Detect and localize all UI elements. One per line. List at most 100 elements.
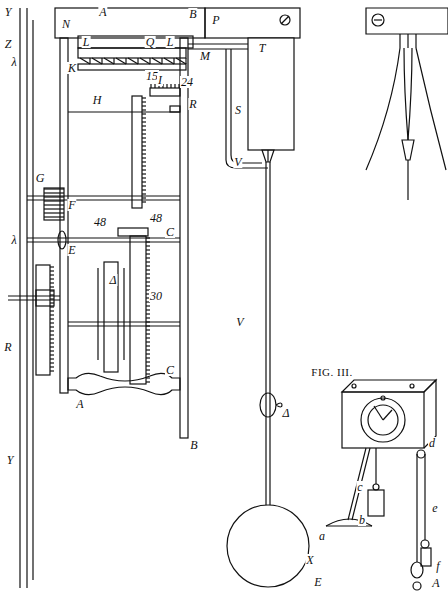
gear-tooth — [146, 281, 150, 282]
part-letter: L — [82, 36, 91, 48]
part-letter: 30 — [149, 290, 163, 302]
gear-tooth — [146, 345, 150, 346]
part-letter: N — [61, 18, 71, 30]
part-letter: H — [92, 94, 103, 106]
gear-tooth — [146, 373, 150, 374]
gear-tooth — [80, 58, 90, 64]
gear-tooth — [154, 84, 155, 88]
gear-tooth — [146, 305, 150, 306]
gear-tooth — [142, 157, 146, 158]
part-letter: T — [258, 42, 267, 54]
part-letter: S — [234, 104, 242, 116]
gear-tooth — [142, 145, 146, 146]
gear-tooth — [142, 109, 146, 110]
gear-tooth — [142, 117, 146, 118]
gear-tooth — [142, 177, 146, 178]
figure-caption: FIG. III. — [310, 366, 353, 378]
gear-tooth — [44, 216, 64, 217]
part-letter: B — [189, 439, 198, 451]
gear-tooth — [101, 58, 102, 64]
gear-tooth — [44, 208, 64, 209]
gear-tooth — [142, 141, 146, 142]
gear-tooth — [50, 350, 54, 351]
gear-tooth — [142, 121, 146, 122]
part-letter: Q — [145, 36, 156, 48]
part-letter: C — [165, 226, 175, 238]
gear-tooth — [50, 326, 54, 327]
part-letter: G — [35, 172, 46, 184]
part-letter: c — [356, 481, 363, 493]
part-letter: λ — [10, 56, 17, 68]
gear-tooth — [142, 193, 146, 194]
gear-tooth — [142, 149, 146, 150]
gear-tooth — [50, 274, 54, 275]
part-letter: 48 — [93, 216, 107, 228]
gear-tooth — [146, 357, 150, 358]
gear-tooth — [142, 181, 146, 182]
part-letter: 48 — [149, 212, 163, 224]
gear-tooth — [116, 58, 126, 64]
gear-tooth — [50, 334, 54, 335]
gear-tooth — [125, 58, 126, 64]
gear-tooth — [176, 58, 186, 64]
gear-tooth — [142, 105, 146, 106]
part-letter: V — [233, 156, 242, 168]
gear-tooth — [146, 273, 150, 274]
gear-tooth — [44, 188, 64, 189]
gear-tooth — [161, 58, 162, 64]
part-letter: I — [157, 74, 163, 86]
gear-tooth — [146, 333, 150, 334]
gear-tooth — [146, 237, 150, 238]
part-letter: M — [199, 50, 211, 62]
gear-tooth — [174, 84, 175, 88]
gear-tooth — [142, 129, 146, 130]
gear-tooth — [146, 277, 150, 278]
gear-tooth — [113, 58, 114, 64]
gear-tooth — [170, 84, 171, 88]
gear-tooth — [142, 153, 146, 154]
gear-tooth — [173, 58, 174, 64]
gear-tooth — [146, 317, 150, 318]
gear-tooth — [142, 197, 146, 198]
gear-tooth — [137, 58, 138, 64]
part-letter: B — [188, 8, 197, 20]
part-letter: 24 — [180, 76, 194, 88]
gear-tooth — [44, 212, 64, 213]
gear-tooth — [140, 58, 150, 64]
gear-tooth — [142, 161, 146, 162]
gear-tooth — [146, 309, 150, 310]
gear-tooth — [146, 253, 150, 254]
gear-tooth — [128, 58, 138, 64]
gear-tooth — [142, 189, 146, 190]
gear-tooth — [50, 342, 54, 343]
part-letter: F — [67, 199, 76, 211]
part-letter: a — [318, 530, 326, 542]
gear-tooth — [50, 358, 54, 359]
gear-tooth — [149, 58, 150, 64]
gear-tooth — [50, 266, 54, 267]
gear-tooth — [142, 165, 146, 166]
gear-tooth — [50, 338, 54, 339]
part-letter: E — [67, 244, 76, 256]
gear-tooth — [146, 257, 150, 258]
gear-tooth — [50, 322, 54, 323]
gear-tooth — [146, 285, 150, 286]
part-letter: V — [235, 316, 244, 328]
part-letter: Y — [6, 454, 15, 466]
part-letter: Δ — [281, 407, 290, 419]
part-letter: d — [428, 437, 436, 449]
gear-tooth — [50, 278, 54, 279]
part-letter: K — [67, 62, 77, 74]
gear-tooth — [50, 318, 54, 319]
part-letter: A — [98, 6, 107, 18]
gear-tooth — [142, 125, 146, 126]
gear-tooth — [185, 58, 186, 64]
gear-tooth — [89, 58, 90, 64]
gear-tooth — [146, 265, 150, 266]
gear-tooth — [142, 185, 146, 186]
gear-tooth — [50, 286, 54, 287]
part-letter: L — [166, 36, 175, 48]
part-letter: A — [75, 398, 84, 410]
